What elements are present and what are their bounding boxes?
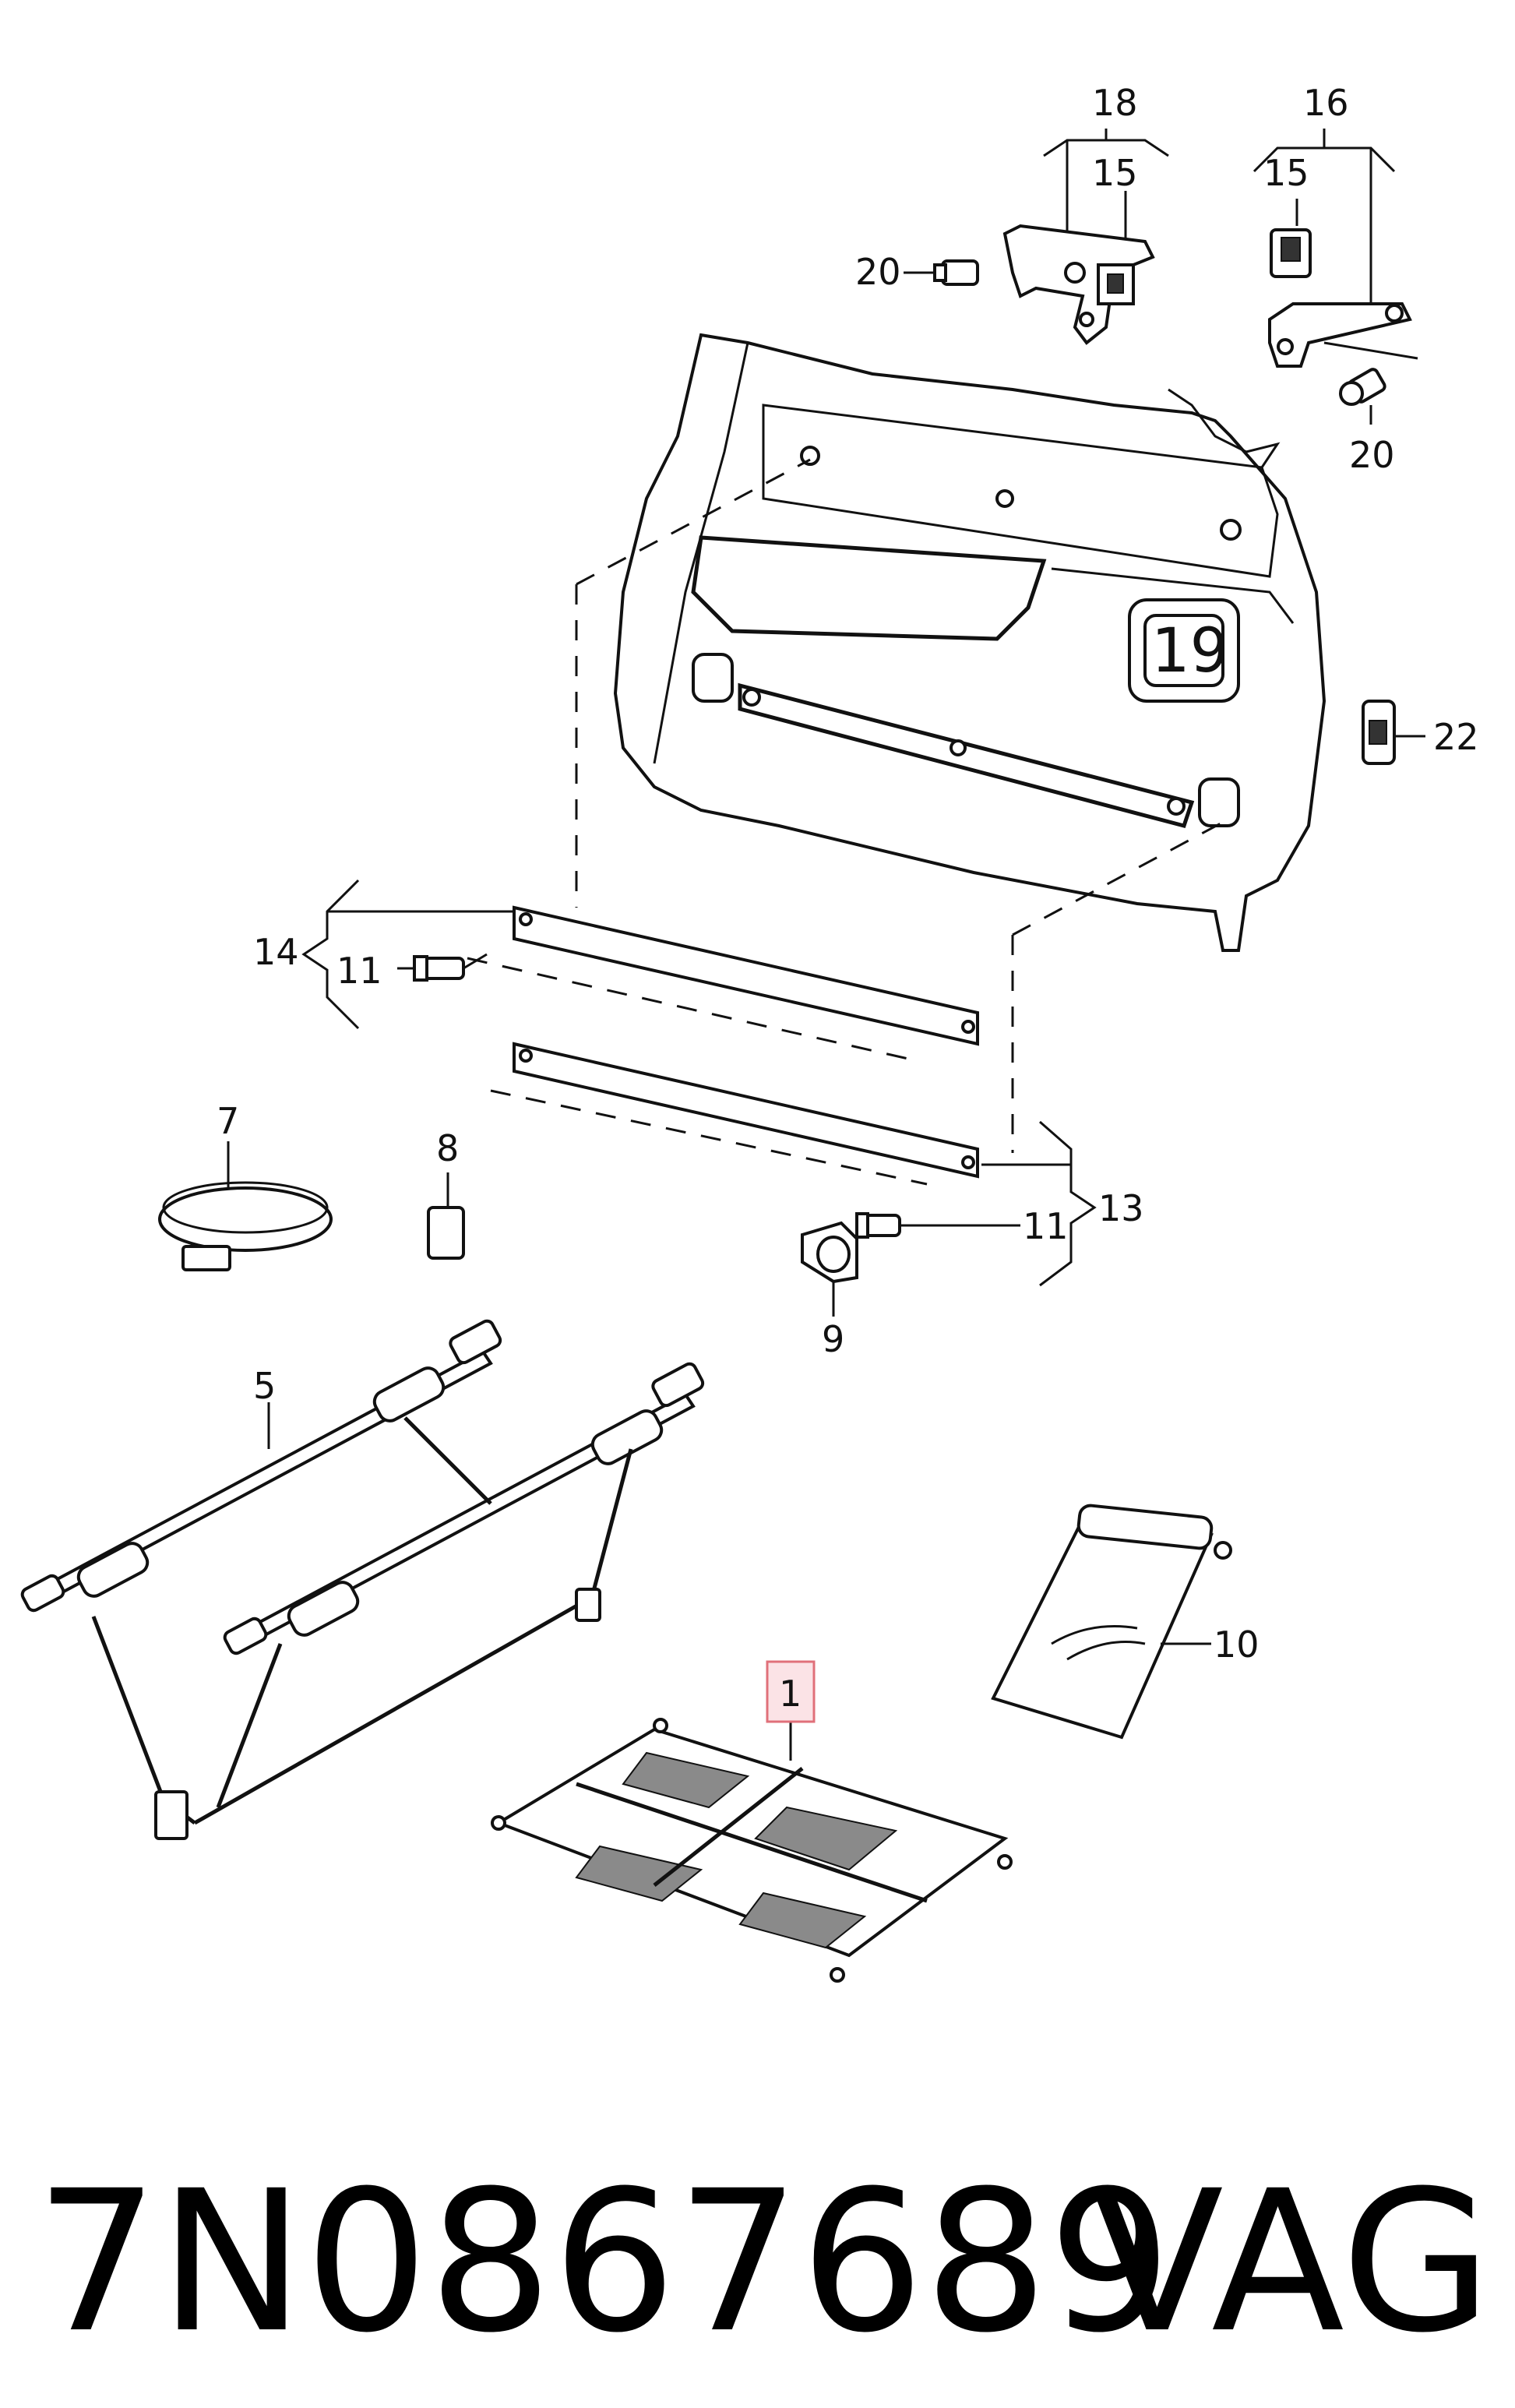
part-16-bracket — [1253, 129, 1418, 368]
part-18-bracket — [1002, 129, 1169, 345]
label-5: 5 — [253, 1365, 276, 1407]
label-7: 7 — [217, 1100, 239, 1142]
rail-13 — [513, 1042, 979, 1179]
label-11-left: 11 — [336, 950, 382, 992]
label-22: 22 — [1433, 716, 1479, 758]
trunk-side-trim-panel: 19 — [613, 333, 1327, 952]
part-5-net-frame — [20, 1319, 705, 1840]
part-8-cap — [427, 1172, 465, 1260]
part-9-holder — [801, 1221, 858, 1317]
screw-11-left — [397, 953, 488, 982]
part-number: 7N0867689 — [35, 2149, 1171, 2375]
screw-11-right — [855, 1212, 1020, 1239]
screw-20-top — [904, 259, 979, 286]
brand-name: VAG — [1090, 2149, 1492, 2375]
label-8: 8 — [436, 1127, 459, 1169]
label-13: 13 — [1098, 1187, 1144, 1229]
clip-22 — [1362, 700, 1425, 765]
label-18: 18 — [1092, 82, 1138, 124]
part-7-strap — [158, 1141, 333, 1271]
label-10: 10 — [1214, 1624, 1260, 1666]
bracket-13 — [1039, 1120, 1097, 1287]
label-9: 9 — [822, 1318, 844, 1360]
label-15-right: 15 — [1263, 152, 1309, 194]
label-15-left: 15 — [1092, 152, 1138, 194]
label-20-right: 20 — [1349, 434, 1395, 476]
label-20-top: 20 — [855, 251, 901, 293]
part-1-floor-net — [491, 1718, 1013, 1983]
label-1-highlight-box — [766, 1660, 816, 1723]
label-16: 16 — [1303, 82, 1349, 124]
label-11-right: 11 — [1023, 1205, 1069, 1247]
screw-20-right — [1339, 368, 1386, 425]
label-14: 14 — [253, 931, 299, 973]
rail-14 — [513, 905, 979, 1046]
part-10-cover — [991, 1504, 1232, 1740]
label-19: 19 — [1151, 616, 1228, 686]
label-1: 1 — [779, 1673, 802, 1715]
